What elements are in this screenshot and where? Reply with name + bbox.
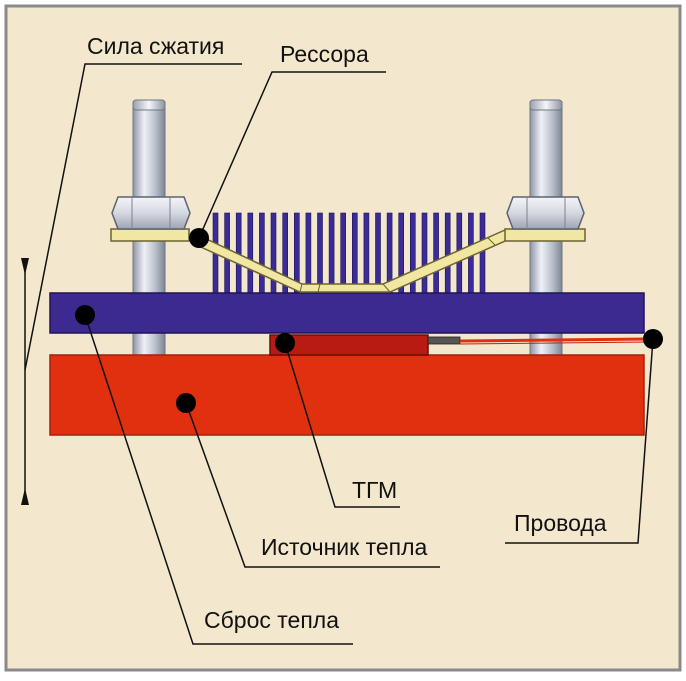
heat-sink-fin [433, 212, 439, 296]
heat-sink-fin [259, 212, 265, 296]
clamping-force-arrow [21, 258, 29, 505]
label-heat-sink: Сброс тепла [204, 607, 339, 633]
spring-bend-right-2 [487, 237, 496, 246]
heat-sink-fin [270, 212, 277, 296]
left-nut [111, 196, 191, 230]
leader-clamping-force [24, 63, 242, 371]
heat-sink-fin [247, 212, 254, 296]
heat-sink-fin [351, 212, 358, 296]
heat-sink-fin [328, 212, 335, 296]
leader-lines [24, 63, 654, 645]
dot-heat-source [176, 393, 196, 413]
dot-spring [189, 228, 209, 248]
spring-bend-left-2 [317, 283, 321, 293]
heat-sink-fin [421, 212, 428, 296]
label-wires: Провода [514, 510, 607, 536]
left-washer [110, 228, 190, 242]
heat-sink-fin [340, 212, 347, 296]
tgm-module [269, 334, 429, 356]
heat-sink-plate [49, 292, 645, 334]
spring-bend-left [299, 283, 303, 293]
dot-wires [643, 329, 663, 349]
callout-dots [75, 228, 663, 413]
leader-wires [505, 338, 654, 544]
heat-source-block [49, 354, 645, 436]
heat-sink-fin [317, 212, 323, 296]
leader-heat-sink [84, 314, 353, 645]
label-clamping-force: Сила сжатия [87, 33, 224, 59]
heat-sink-fin [305, 212, 312, 296]
dot-heat-sink [75, 305, 95, 325]
dot-tgm [275, 333, 295, 353]
leader-tgm [284, 342, 400, 508]
heat-sink-fin [363, 212, 370, 296]
label-heat-source: Источник тепла [261, 534, 428, 560]
right-washer [504, 228, 586, 242]
heat-sink-fin [375, 212, 381, 296]
heat-sink-fin [479, 212, 486, 296]
leader-spring [198, 71, 386, 239]
wire-connector [427, 336, 461, 345]
wire-shadow [459, 341, 653, 345]
right-nut [506, 196, 585, 230]
label-spring: Рессора [280, 41, 369, 67]
leader-heat-source [185, 402, 440, 568]
wires [459, 337, 653, 343]
spring-bend-right [382, 283, 391, 293]
label-tgm: ТГМ [352, 477, 397, 503]
